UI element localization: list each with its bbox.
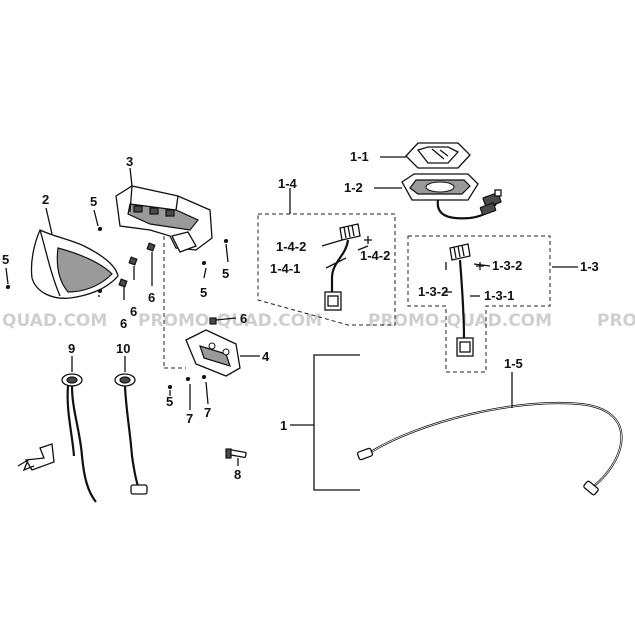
speedometer-cable-part bbox=[356, 401, 623, 496]
label-1-1: 1-1 bbox=[350, 149, 369, 164]
label-7-b: 7 bbox=[204, 405, 211, 420]
label-1-3-1: 1-3-1 bbox=[484, 288, 514, 303]
meter-mount-bracket-part bbox=[185, 329, 241, 377]
headlight-bracket-part bbox=[115, 185, 213, 253]
label-1-3-2-bottom: 1-3-2 bbox=[418, 284, 448, 299]
label-6-a: 6 bbox=[148, 290, 155, 305]
callout-labels: 1-1 1-2 1-4 1-4-2 1-4-1 1-4-2 1-3-2 1-3 … bbox=[2, 149, 599, 482]
connector-harness-a-part bbox=[445, 243, 484, 357]
label-5-a: 5 bbox=[90, 194, 97, 209]
label-9: 9 bbox=[68, 341, 75, 356]
label-10: 10 bbox=[116, 341, 130, 356]
switch-10-part bbox=[114, 373, 148, 495]
label-1-2: 1-2 bbox=[344, 180, 363, 195]
meter-housing-part bbox=[401, 173, 502, 220]
group-1-bracket bbox=[313, 354, 360, 491]
label-5-d: 5 bbox=[200, 285, 207, 300]
screws bbox=[5, 227, 229, 389]
pin-part bbox=[225, 448, 247, 459]
label-1: 1 bbox=[280, 418, 287, 433]
watermark-edge: PRO bbox=[597, 311, 635, 331]
watermark-right: PROMO-QUAD.COM bbox=[368, 311, 552, 331]
leader-lines bbox=[5, 156, 578, 466]
label-1-4: 1-4 bbox=[278, 176, 298, 191]
label-1-3: 1-3 bbox=[580, 259, 599, 274]
watermark-left: QUAD.COM bbox=[2, 311, 107, 331]
label-8: 8 bbox=[234, 467, 241, 482]
label-1-3-2-top: 1-3-2 bbox=[492, 258, 522, 273]
label-7-a: 7 bbox=[186, 411, 193, 426]
meter-lens-part bbox=[405, 142, 471, 169]
label-1-5: 1-5 bbox=[504, 356, 523, 371]
connector-harness-b-part bbox=[324, 223, 372, 311]
label-1-4-2-right: 1-4-2 bbox=[360, 248, 390, 263]
switch-9-part bbox=[61, 373, 97, 503]
label-5-c: 5 bbox=[222, 266, 229, 281]
reference-arrow-icon bbox=[17, 443, 55, 472]
label-4: 4 bbox=[262, 349, 270, 364]
label-6-c: 6 bbox=[120, 316, 127, 331]
front-cowl-part bbox=[30, 229, 119, 299]
label-6-b: 6 bbox=[130, 304, 137, 319]
harness-1-3-box bbox=[407, 235, 551, 373]
watermark-middle: PROMO-QUAD.COM bbox=[138, 311, 322, 331]
mount-guide bbox=[163, 236, 186, 369]
label-2: 2 bbox=[42, 192, 49, 207]
label-5-b: 5 bbox=[2, 252, 9, 267]
harness-1-4-box bbox=[257, 213, 396, 326]
label-1-4-1: 1-4-1 bbox=[270, 261, 300, 276]
label-5-e: 5 bbox=[166, 394, 173, 409]
label-6-d: 6 bbox=[240, 311, 247, 326]
label-3: 3 bbox=[126, 154, 133, 169]
label-1-4-2-left: 1-4-2 bbox=[276, 239, 306, 254]
